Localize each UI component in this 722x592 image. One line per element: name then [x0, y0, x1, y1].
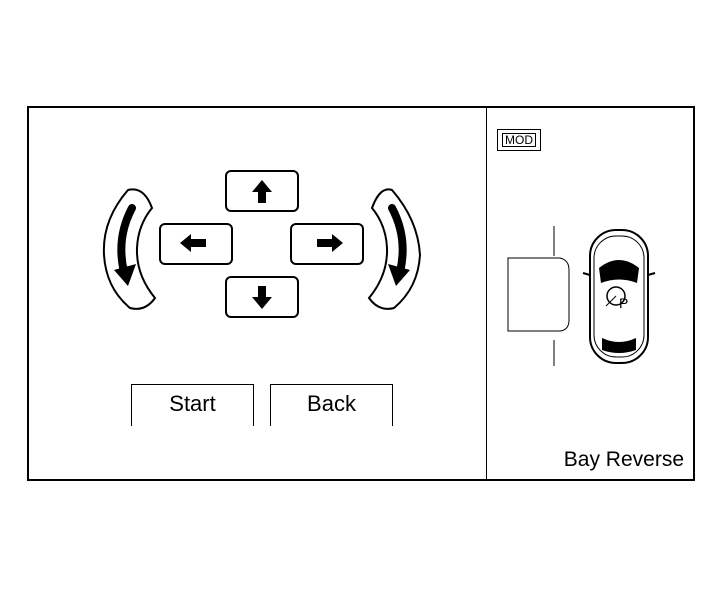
rotate-counterclockwise-button[interactable]	[102, 188, 157, 310]
start-button[interactable]: Start	[131, 384, 254, 426]
arrow-up-icon	[252, 180, 272, 203]
car-top-view-icon: P	[582, 229, 656, 364]
parking-mode-label: Bay Reverse	[563, 448, 684, 471]
move-down-button[interactable]	[225, 276, 299, 318]
panel-divider	[486, 106, 487, 481]
move-left-button[interactable]	[159, 223, 233, 265]
parking-bay-outline	[507, 226, 570, 366]
svg-text:P: P	[619, 295, 628, 311]
back-button[interactable]: Back	[270, 384, 393, 426]
arrow-down-icon	[252, 286, 272, 309]
rotate-counterclockwise-icon	[114, 204, 136, 286]
parking-display-frame	[27, 106, 695, 481]
arrow-right-icon	[317, 234, 343, 252]
mod-indicator[interactable]: MOD	[497, 129, 541, 151]
move-up-button[interactable]	[225, 170, 299, 212]
rotate-clockwise-button[interactable]	[367, 188, 422, 310]
rotate-clockwise-icon	[388, 204, 410, 286]
mod-label: MOD	[502, 133, 536, 147]
move-right-button[interactable]	[290, 223, 364, 265]
arrow-left-icon	[180, 234, 206, 252]
